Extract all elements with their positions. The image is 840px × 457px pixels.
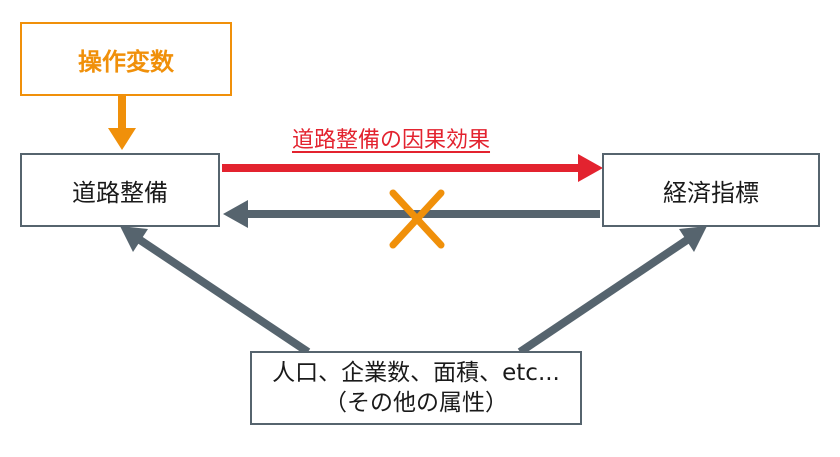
road-development-box: 道路整備 bbox=[20, 153, 220, 227]
confounder-arrow-left bbox=[120, 226, 311, 356]
operation-variable-box: 操作変数 bbox=[20, 22, 232, 96]
operation-variable-label: 操作変数 bbox=[78, 47, 174, 76]
economic-indicator-box: 経済指標 bbox=[602, 153, 820, 227]
attributes-box: 人口、企業数、面積、etc... （その他の属性） bbox=[250, 351, 582, 425]
cross-mark-icon bbox=[389, 189, 445, 249]
economic-indicator-label: 経済指標 bbox=[663, 178, 759, 207]
confounder-arrow-right bbox=[517, 226, 707, 356]
instrument-arrow bbox=[108, 94, 136, 150]
road-development-label: 道路整備 bbox=[72, 178, 168, 207]
causal-effect-arrow bbox=[222, 154, 603, 182]
attributes-line2: （その他の属性） bbox=[324, 390, 508, 416]
attributes-line1: 人口、企業数、面積、etc... bbox=[272, 360, 560, 386]
causal-effect-label: 道路整備の因果効果 bbox=[292, 128, 491, 153]
